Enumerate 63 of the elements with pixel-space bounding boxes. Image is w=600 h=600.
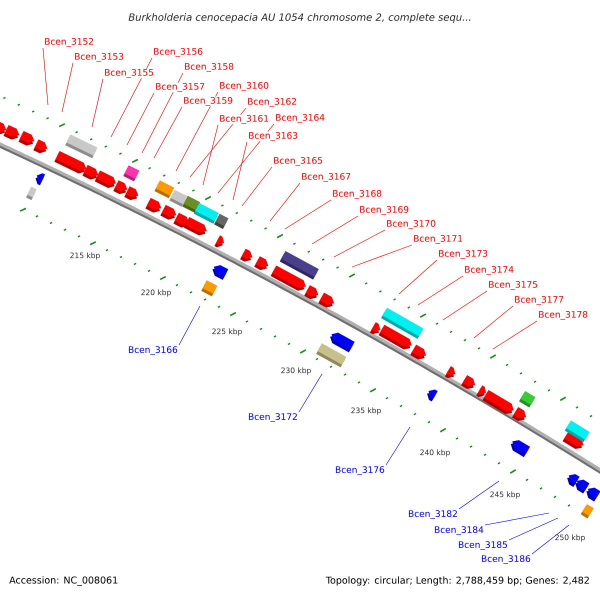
leader-line bbox=[484, 512, 550, 526]
gene-label: Bcen_3168 bbox=[333, 190, 382, 199]
leader-line bbox=[176, 92, 218, 172]
genome-info-text: Topology: circular; Length: 2,788,459 bp; Genes: 2,482 bbox=[326, 576, 589, 586]
leader-line bbox=[284, 200, 332, 230]
gene-label: Bcen_3152 bbox=[45, 38, 94, 47]
leader-line bbox=[110, 58, 152, 138]
leader-line bbox=[42, 48, 48, 106]
leader-line bbox=[202, 124, 218, 186]
leader-line bbox=[242, 166, 272, 206]
gene-label: Bcen_3182 bbox=[408, 510, 457, 519]
leader-line bbox=[218, 124, 274, 194]
title: Burkholderia cenocepacia AU 1054 chromosome 2, complete sequ... bbox=[128, 13, 470, 23]
gene-label: Bcen_3163 bbox=[249, 132, 298, 141]
gene-label: Bcen_3160 bbox=[220, 82, 268, 91]
leader-line bbox=[492, 320, 538, 350]
gene-label: Bcen_3162 bbox=[248, 98, 296, 107]
gene-label: Bcen_3161 bbox=[220, 115, 268, 124]
leader-line bbox=[442, 290, 488, 320]
gene-label: Bcen_3156 bbox=[154, 48, 202, 57]
leader-line bbox=[232, 142, 248, 200]
gene-label: Bcen_3172 bbox=[248, 413, 297, 422]
leader-line bbox=[92, 78, 104, 128]
leader-line bbox=[352, 244, 412, 268]
leader-line bbox=[190, 108, 246, 178]
gene-label: Bcen_3170 bbox=[387, 220, 436, 229]
gene-label: Bcen_3174 bbox=[465, 266, 514, 275]
gene-label: Bcen_3155 bbox=[105, 69, 154, 78]
leader-line bbox=[312, 216, 358, 244]
accession-text: Accession: NC_008061 bbox=[9, 576, 118, 586]
leader-line bbox=[62, 62, 74, 112]
gene-label: Bcen_3178 bbox=[539, 311, 588, 320]
leader-line bbox=[474, 306, 514, 338]
leader-line bbox=[508, 518, 558, 540]
leader-line bbox=[334, 230, 386, 258]
leader-line bbox=[126, 92, 154, 146]
gene-label: Bcen_3153 bbox=[75, 53, 124, 62]
gene-label: Bcen_3184 bbox=[434, 526, 484, 535]
gene-label: Bcen_3173 bbox=[439, 250, 488, 259]
gene-label: Bcen_3186 bbox=[482, 555, 530, 564]
gene-label: Bcen_3185 bbox=[458, 541, 508, 550]
gene-label: Bcen_3166 bbox=[128, 346, 178, 355]
leader-line bbox=[178, 306, 200, 346]
leader-line bbox=[386, 426, 410, 466]
gene-label: Bcen_3175 bbox=[489, 281, 538, 290]
gene-label: Bcen_3167 bbox=[302, 173, 350, 182]
gene-label: Bcen_3171 bbox=[414, 235, 462, 244]
leader-line bbox=[532, 524, 570, 554]
leader-line bbox=[154, 106, 182, 158]
leader-line bbox=[298, 374, 322, 412]
leader-line bbox=[418, 276, 464, 306]
gene-label: Bcen_3176 bbox=[336, 466, 384, 475]
gene-label: Bcen_3165 bbox=[274, 157, 322, 166]
gene-label: Bcen_3177 bbox=[515, 296, 564, 305]
leader-line bbox=[142, 72, 184, 154]
gene-label: Bcen_3157 bbox=[156, 83, 204, 92]
leader-line bbox=[458, 480, 500, 510]
leader-line bbox=[270, 182, 300, 222]
gene-label: Bcen_3158 bbox=[185, 63, 234, 72]
gene-label: Bcen_3164 bbox=[276, 114, 324, 123]
leader-line bbox=[398, 260, 438, 294]
gene-label: Bcen_3169 bbox=[360, 206, 408, 215]
gene-label: Bcen_3159 bbox=[184, 97, 232, 106]
